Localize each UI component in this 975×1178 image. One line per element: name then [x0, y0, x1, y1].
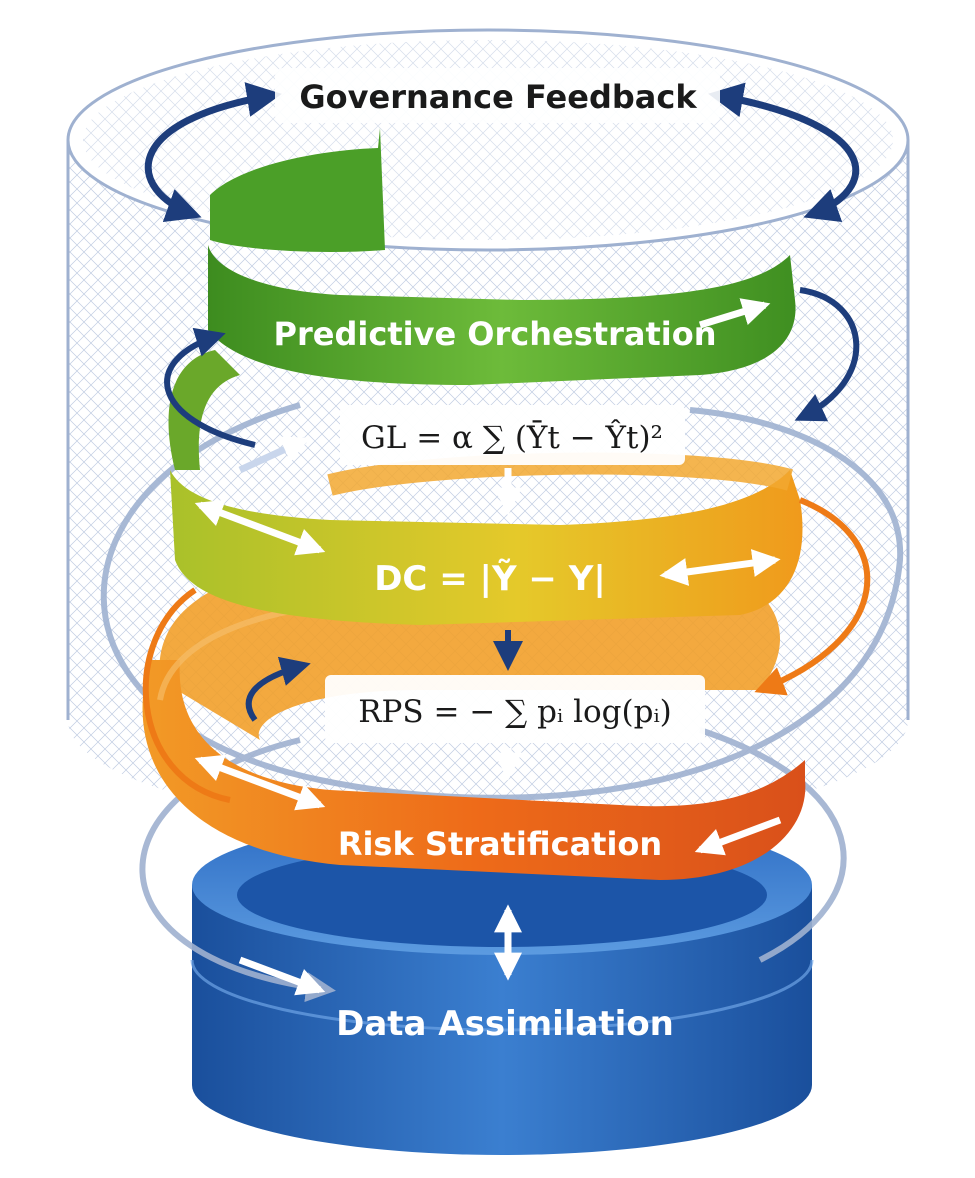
governance-feedback-arrows — [144, 82, 860, 223]
rps-equation: RPS = − ∑ pᵢ log(pᵢ) — [358, 694, 672, 730]
gl-equation-box: GL = α ∑ (Ȳt − Ŷt)² — [340, 405, 685, 465]
predictive-orchestration-label: Predictive Orchestration — [274, 315, 717, 353]
governance-label-box: Governance Feedback — [275, 68, 720, 123]
predictive-orchestration-band — [168, 128, 796, 470]
risk-stratification-label: Risk Stratification — [338, 825, 662, 863]
dc-equation: DC = |Ỹ − Y| — [374, 558, 606, 599]
flow-arrows — [194, 298, 782, 996]
governance-feedback-label: Governance Feedback — [299, 78, 697, 116]
rps-equation-box: RPS = − ∑ pᵢ log(pᵢ) — [325, 675, 705, 743]
inner-loop-arrows — [142, 287, 871, 803]
gl-equation: GL = α ∑ (Ȳt − Ŷt)² — [361, 418, 663, 456]
data-assimilation-label: Data Assimilation — [336, 1004, 674, 1044]
